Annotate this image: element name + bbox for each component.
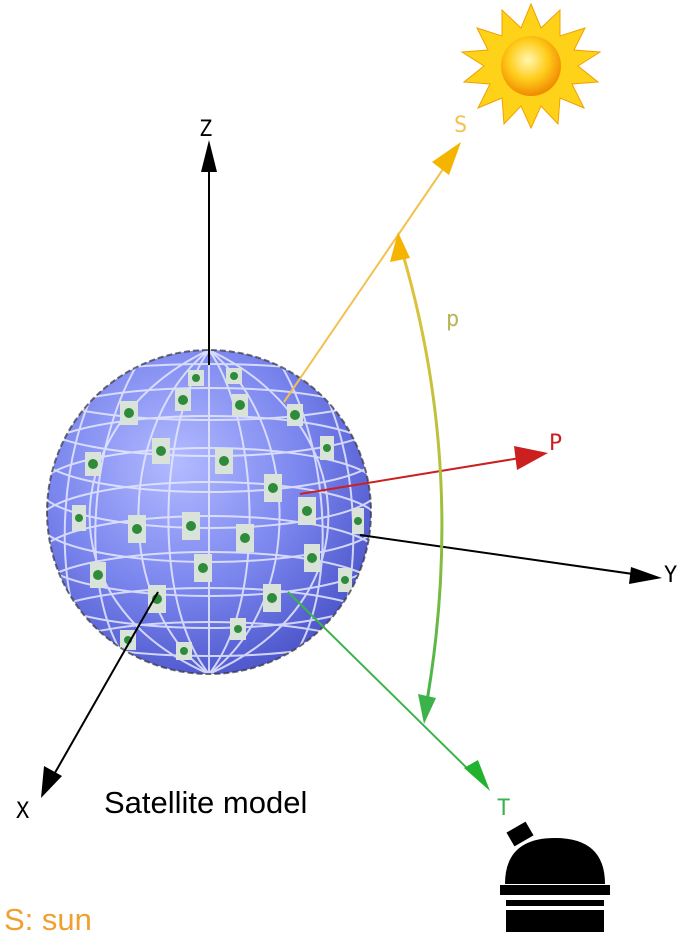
phase-arc-arrowhead-top: [390, 232, 410, 262]
z-axis: [201, 140, 217, 365]
panel-vector-label: P: [549, 431, 562, 456]
phase-angle-label: p: [446, 307, 459, 332]
target-vector-label: T: [497, 796, 510, 821]
observatory-telescope-icon: [500, 821, 610, 932]
target-vector: [287, 591, 490, 791]
target-vector-arrowhead: [464, 760, 490, 791]
sun-legend: S: sun: [4, 902, 92, 937]
y-axis: [359, 534, 662, 584]
y-axis-label: Y: [664, 563, 677, 588]
x-axis-arrowhead: [41, 766, 62, 798]
panel-vector-arrowhead: [514, 446, 548, 470]
sun-icon: [460, 2, 602, 130]
model-caption: Satellite model: [104, 785, 307, 820]
z-axis-label: Z: [199, 117, 212, 142]
x-axis: [41, 591, 159, 798]
sun-vector: [283, 142, 461, 403]
satellite-sphere: [46, 349, 372, 675]
x-axis-label: X: [16, 799, 30, 824]
phase-arc-arrowhead-bottom: [418, 694, 436, 724]
panel-cells: [72, 368, 364, 660]
z-axis-arrowhead: [201, 140, 217, 172]
phase-angle-arc: [390, 232, 444, 724]
sun-vector-arrowhead: [432, 142, 461, 175]
panel-normal-vector: [299, 446, 548, 495]
y-axis-arrowhead: [629, 567, 662, 584]
sun-vector-label: S: [454, 113, 467, 138]
